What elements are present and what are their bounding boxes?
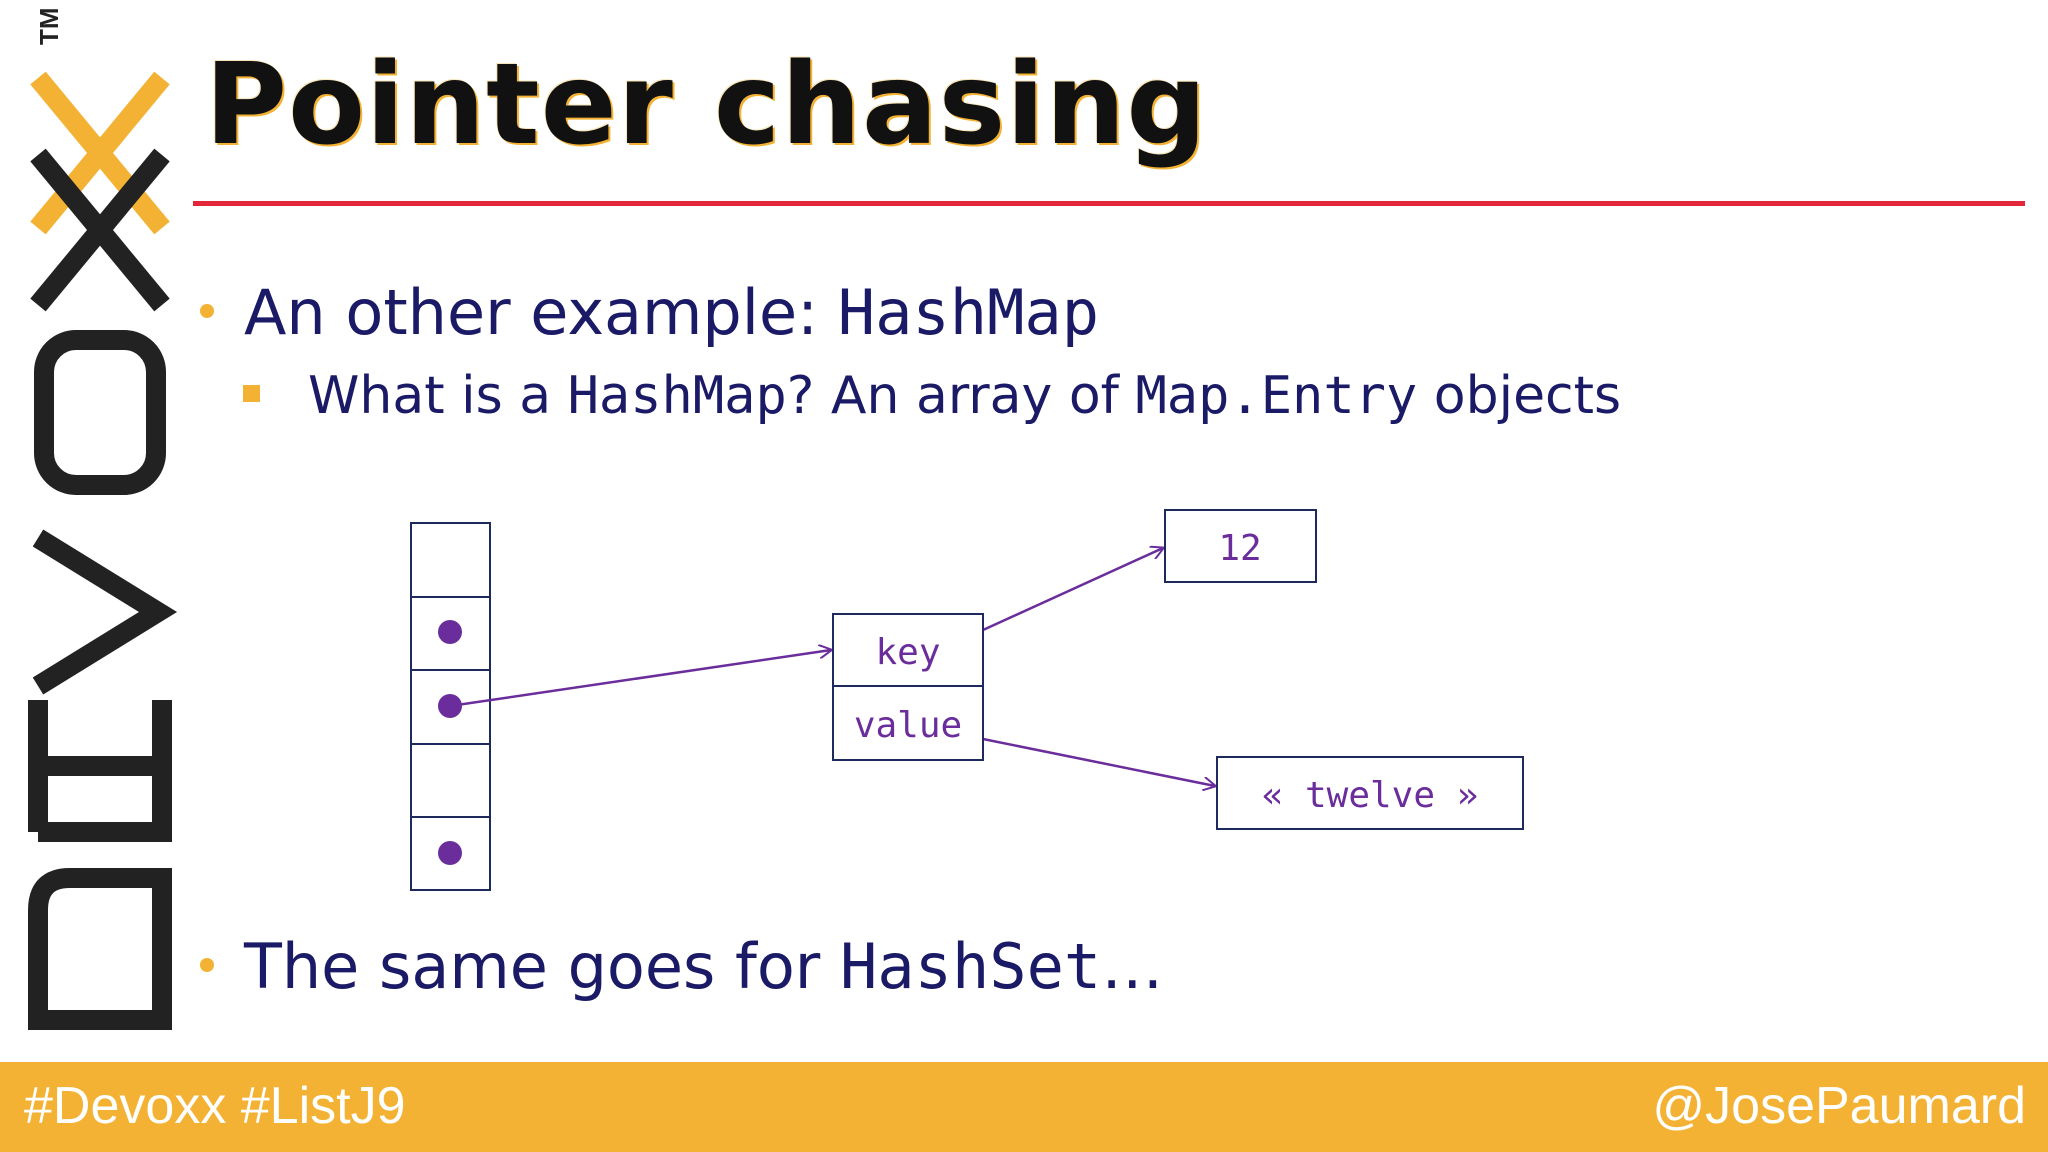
trademark-symbol: TM: [34, 7, 64, 45]
entry-value-label: value: [854, 705, 962, 746]
arrow-key-to-12: [982, 548, 1163, 632]
subbullet-text-3: objects: [1417, 366, 1622, 426]
subbullet-hashmap-definition: What is a HashMap? An array of Map.Entry…: [243, 366, 1621, 426]
footer-handle: @JosePaumard: [1652, 1077, 2026, 1135]
reference-dot: [438, 841, 462, 865]
arrow-value-to-twelve: [982, 737, 1215, 786]
subbullet-text-2: ? An array of: [786, 366, 1136, 426]
bullet-square: [243, 384, 260, 402]
subbullet-code-1: HashMap: [567, 366, 787, 426]
bullet-dot: [200, 303, 214, 318]
devoxx-logo: TM: [28, 7, 178, 1030]
footer-bar: #Devoxx #ListJ9 @JosePaumard: [0, 1062, 2048, 1152]
slide-title: Pointer chasing: [205, 40, 1208, 170]
array-slot-3: [410, 743, 491, 818]
bullet-code: HashMap: [837, 276, 1100, 349]
bullet-text: An other example:: [244, 276, 838, 349]
reference-dot: [438, 620, 462, 644]
footer-hashtags: #Devoxx #ListJ9: [24, 1077, 406, 1135]
title-underline: [193, 201, 2025, 206]
bullet-hashset: The same goes for HashSet…: [200, 930, 1163, 1003]
bullet-dot: [200, 957, 214, 972]
array-slot-0: [410, 522, 491, 598]
map-entry: key value: [832, 613, 984, 761]
bullet-text: The same goes for: [244, 930, 840, 1003]
key-object-label: 12: [1218, 528, 1261, 569]
bullet-hashmap-example: An other example: HashMap: [200, 276, 1099, 349]
subbullet-code-2: Map.Entry: [1135, 366, 1418, 426]
value-object-label: « twelve »: [1262, 775, 1479, 816]
value-object-box: [1216, 756, 1524, 830]
bullet-suffix: …: [1101, 930, 1164, 1003]
subbullet-text-1: What is a: [308, 366, 568, 426]
entry-key-label: key: [875, 632, 940, 673]
entry-key-cell: [832, 613, 984, 687]
array-column: [410, 522, 491, 891]
bullet-code: HashSet: [839, 930, 1102, 1003]
arrow-slot-to-entry: [449, 650, 831, 708]
entry-value-cell: [832, 685, 984, 761]
key-object-box: [1164, 509, 1317, 583]
